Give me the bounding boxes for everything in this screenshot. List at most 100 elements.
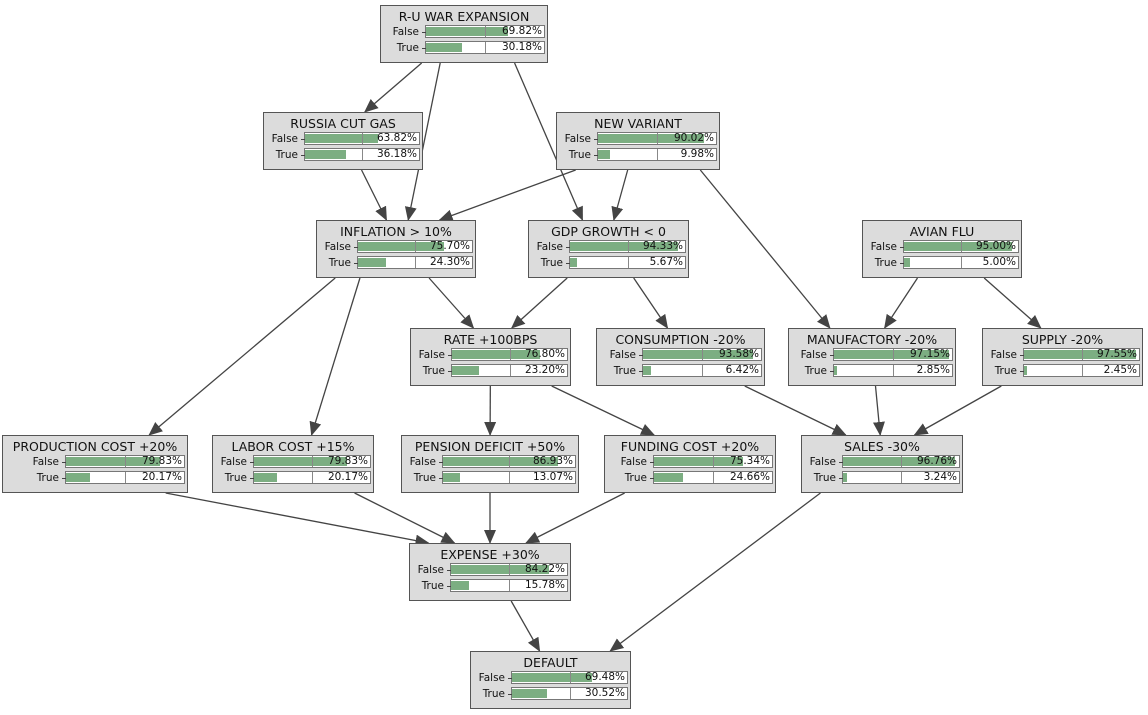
probability-bar-fill	[358, 258, 386, 267]
probability-bar: 95.00%	[900, 240, 1019, 253]
bar-midline	[627, 257, 629, 268]
edge-ru-war-to-gdp	[513, 62, 584, 221]
probability-bar: 86.93%	[439, 455, 576, 468]
node-title: AVIAN FLU	[909, 224, 975, 239]
state-label: True	[421, 580, 444, 592]
state-label: False	[800, 349, 827, 361]
probability-bar-fill	[254, 457, 347, 466]
bar-midline	[415, 257, 416, 268]
bar-midline	[1081, 349, 1083, 360]
edge-new-variant-to-inflation	[438, 169, 576, 222]
probability-bar: 2.85%	[830, 364, 953, 377]
probability-bar-fill	[254, 473, 278, 482]
edge-consumption-to-sales	[744, 385, 847, 436]
node-title: SALES -30%	[844, 439, 920, 454]
probability-value: 24.66%	[729, 471, 770, 483]
probability-value: 20.17%	[141, 471, 182, 483]
edge-labor-to-expense	[354, 492, 456, 544]
bar-tick	[830, 371, 834, 372]
probability-bar: 24.30%	[354, 256, 473, 269]
bar-midline	[362, 149, 363, 160]
probability-value: 75.70%	[429, 240, 470, 252]
probability-bar: 2.45%	[1020, 364, 1140, 377]
bar-tick	[439, 478, 443, 479]
bar-tick	[1020, 371, 1024, 372]
edge-russia-gas-to-inflation	[360, 169, 388, 221]
probability-value: 9.98%	[680, 148, 714, 160]
probability-value: 30.18%	[501, 41, 542, 53]
bar-tick	[566, 247, 570, 248]
probability-bar-fill	[1024, 350, 1137, 359]
bar-tick	[448, 355, 452, 356]
probability-value: 23.20%	[524, 364, 565, 376]
bar-tick	[62, 478, 66, 479]
bar-midline	[362, 133, 363, 144]
probability-bar-fill	[643, 366, 651, 375]
state-label: False	[609, 349, 636, 361]
bar-tick	[447, 570, 451, 571]
edge-avian-flu-to-supply	[983, 277, 1042, 329]
bar-tick	[639, 355, 643, 356]
edge-new-variant-to-manufactory	[699, 169, 831, 329]
state-label: False	[324, 241, 351, 253]
bar-midline	[893, 349, 894, 360]
probability-bar-fill	[904, 258, 910, 267]
probability-bar-fill	[570, 258, 577, 267]
probability-bar-fill	[654, 457, 743, 466]
state-label: False	[409, 456, 436, 468]
bar-midline	[509, 472, 510, 483]
bar-midline	[627, 241, 629, 252]
probability-bar: 3.24%	[839, 471, 960, 484]
state-label: False	[870, 241, 897, 253]
probability-bar-fill	[598, 150, 610, 159]
bar-midline	[569, 688, 571, 699]
bar-tick	[62, 462, 66, 463]
bar-midline	[312, 472, 313, 483]
state-label: True	[813, 472, 836, 484]
probability-bar: 69.82%	[422, 25, 545, 38]
bar-tick	[508, 694, 512, 695]
probability-bar-fill	[66, 473, 90, 482]
bar-tick	[250, 462, 254, 463]
probability-bar-fill	[66, 457, 161, 466]
bar-midline	[901, 472, 902, 483]
probability-value: 84.22%	[524, 563, 565, 575]
probability-bar: 36.18%	[301, 148, 420, 161]
bar-tick	[422, 48, 426, 49]
edge-ru-war-to-russia-gas	[364, 62, 423, 113]
bar-midline	[961, 257, 962, 268]
bar-tick	[839, 478, 843, 479]
probability-value: 75.34%	[729, 455, 770, 467]
bar-tick	[439, 462, 443, 463]
probability-bar: 20.17%	[250, 471, 371, 484]
state-label: True	[328, 257, 351, 269]
state-label: True	[613, 365, 636, 377]
probability-bar-fill	[358, 242, 445, 251]
